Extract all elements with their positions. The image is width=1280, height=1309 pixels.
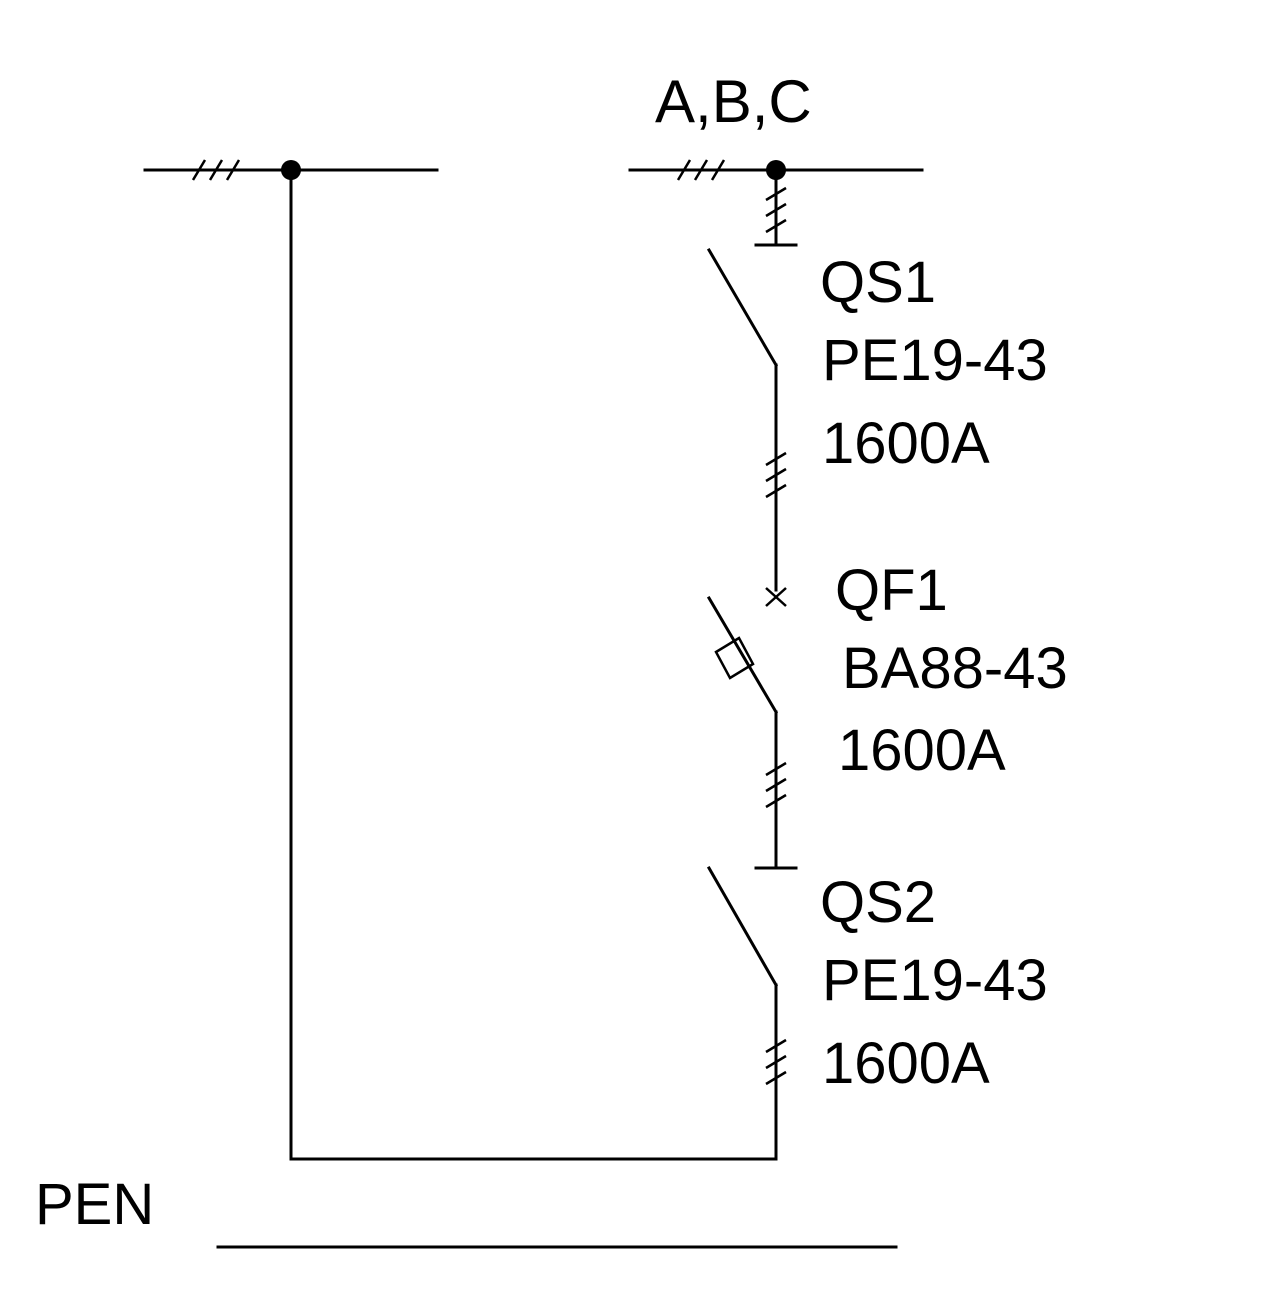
return-conductor [289,168,778,1161]
qs1-model: PE19-43 [822,328,1048,393]
breaker-qf1 [706,587,798,870]
qf1-rating: 1600A [838,718,1006,783]
qs2-ref: QS2 [820,870,936,935]
qs2-labels: QS2 PE19-43 1600A [820,870,1048,1096]
three-phase-tick-marks [765,1038,787,1086]
qf1-model: BA88-43 [842,636,1068,701]
qs1-labels: QS1 PE19-43 1600A [820,250,1048,476]
qf1-labels: QF1 BA88-43 1600A [835,558,1068,783]
breaker-cross-mark [765,587,787,607]
three-phase-tick-marks [765,761,787,809]
three-phase-tick-marks [191,159,241,181]
qs1-rating: 1600A [822,411,990,476]
qf1-ref: QF1 [835,558,948,623]
three-phase-tick-marks [676,159,726,181]
qs1-ref: QS1 [820,250,936,315]
switch-qs2 [706,865,787,1161]
pen-label: PEN [35,1172,154,1237]
switch-qs1 [706,247,787,592]
phase-label: A,B,C [655,68,812,135]
qs2-rating: 1600A [822,1031,990,1096]
qs2-model: PE19-43 [822,948,1048,1013]
pen-conductor: PEN [35,1172,898,1249]
three-phase-tick-marks [765,186,787,234]
feeder-to-qs1 [754,168,798,247]
three-phase-tick-marks [765,451,787,499]
trip-element [714,636,755,680]
